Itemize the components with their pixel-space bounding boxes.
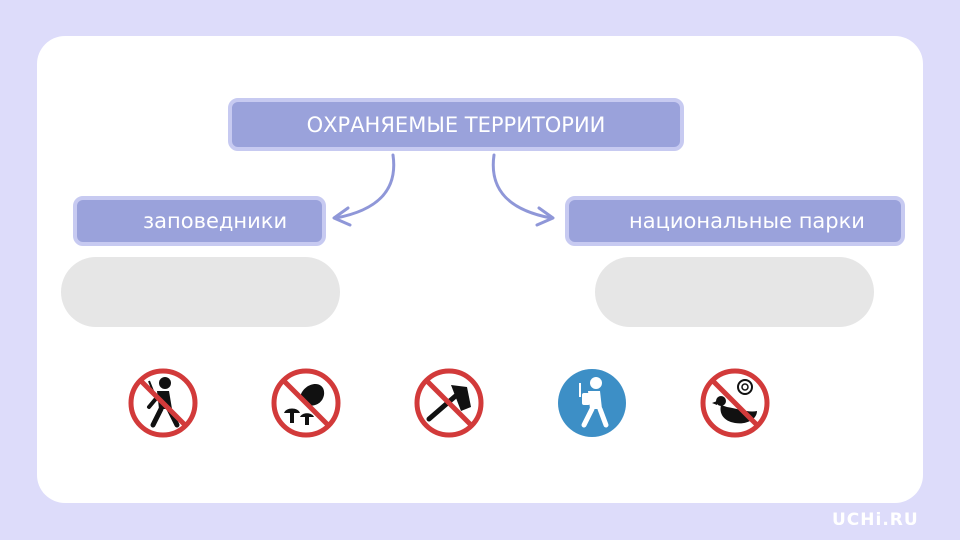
arrow-head-left <box>332 206 352 227</box>
left-node-label: заповедники <box>143 209 288 233</box>
no-gathering-plants-icon[interactable] <box>270 367 342 439</box>
right-node: национальные парки <box>565 196 905 246</box>
arrow-to-right <box>491 153 553 220</box>
left-node: заповедники <box>73 196 326 246</box>
brand-logo: UCHi.RU <box>832 510 919 530</box>
root-node-label: ОХРАНЯЕМЫЕ ТЕРРИТОРИИ <box>306 112 606 137</box>
right-node-label: национальные парки <box>629 209 865 233</box>
arrow-head-right <box>535 206 555 227</box>
hiking-allowed-icon[interactable] <box>556 367 628 439</box>
no-hunting-icon[interactable] <box>127 367 199 439</box>
no-bird-shooting-icon[interactable] <box>699 367 771 439</box>
right-answer-slot[interactable] <box>595 257 874 327</box>
root-node: ОХРАНЯЕМЫЕ ТЕРРИТОРИИ <box>228 98 684 151</box>
arrow-to-left <box>334 153 396 220</box>
no-tree-cutting-icon[interactable] <box>413 367 485 439</box>
left-answer-slot[interactable] <box>61 257 340 327</box>
